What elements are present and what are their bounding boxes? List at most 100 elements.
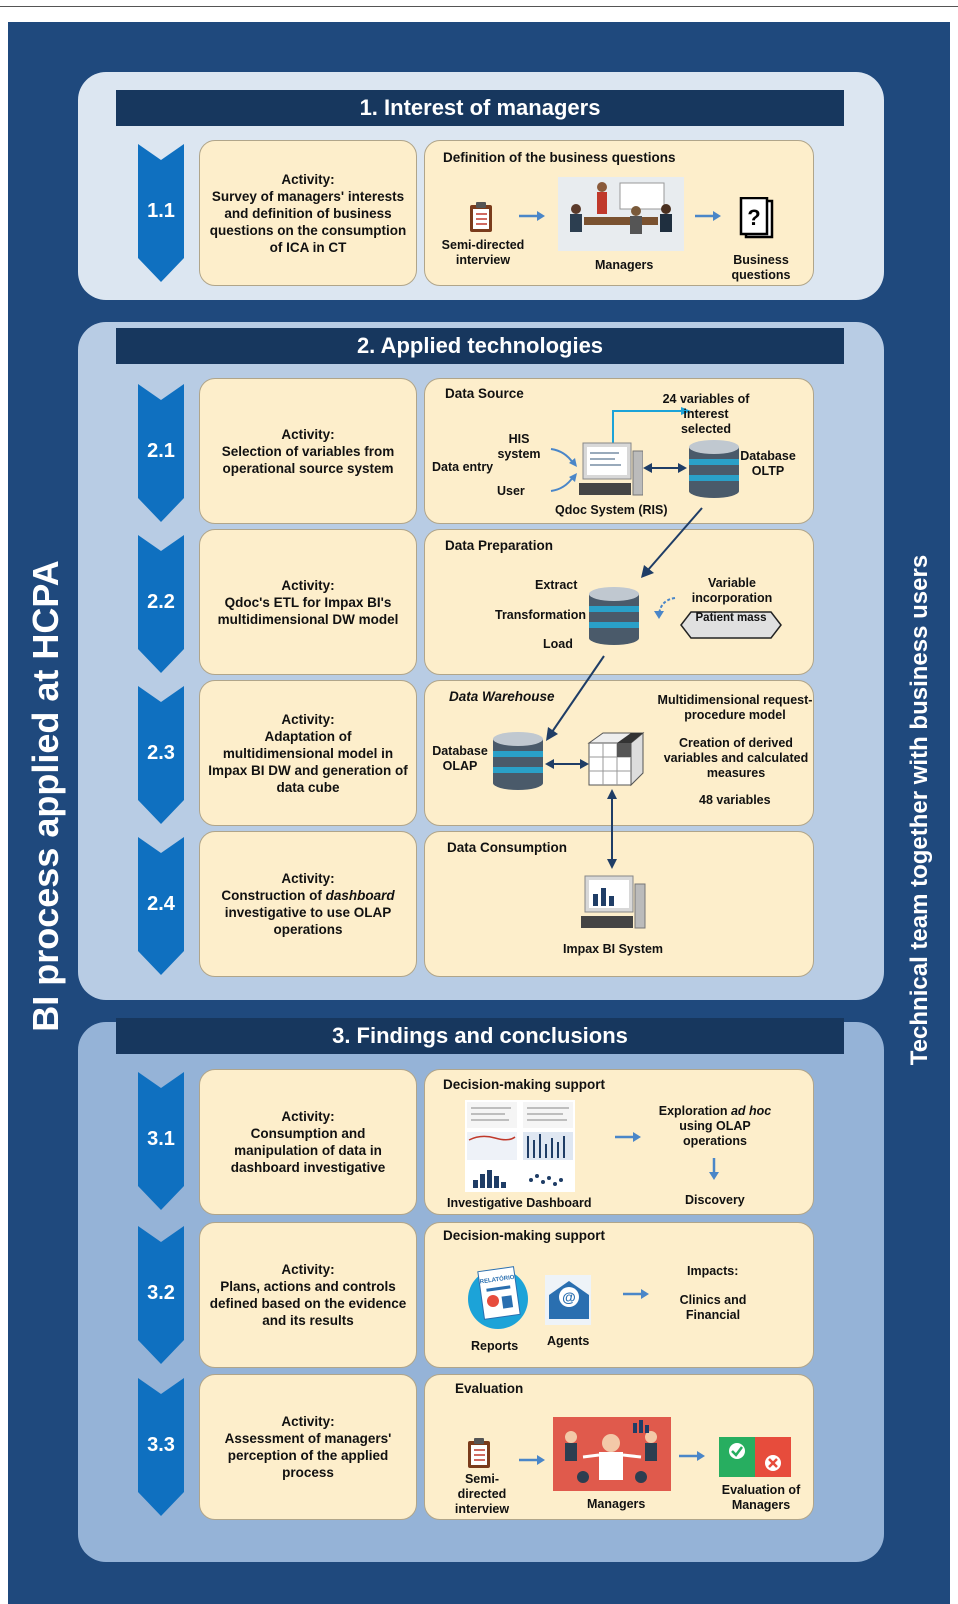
meeting-people-icon xyxy=(558,177,684,251)
clipboard-icon xyxy=(470,202,492,232)
chevron-shape xyxy=(138,535,184,673)
detail-heading: Data Consumption xyxy=(447,840,567,855)
chevron-shape xyxy=(138,1378,184,1516)
activity-box-2-1: Activity: Selection of variables from op… xyxy=(199,378,417,524)
section-title: 3. Findings and conclusions xyxy=(116,1018,844,1054)
activity-text: Survey of managers' interests and defini… xyxy=(209,188,407,255)
curved-arrows-icon xyxy=(550,448,577,492)
step-chevron: 2.2 xyxy=(138,535,184,673)
evaluation-of-managers-label: Evaluation of Managers xyxy=(721,1483,801,1512)
top-rule xyxy=(0,6,958,7)
chevron-shape xyxy=(138,384,184,522)
discovery-label: Discovery xyxy=(685,1193,745,1207)
data-entry-label: Data entry xyxy=(432,460,494,474)
detail-heading: Decision-making support xyxy=(443,1228,606,1243)
detail-box-3-3: Evaluation Semi-directed interview Manag… xyxy=(424,1374,814,1520)
evaluation-check-icon xyxy=(719,1437,791,1477)
impacts-label: Impacts: xyxy=(687,1264,739,1278)
step-chevron: 3.3 xyxy=(138,1378,184,1516)
activity-label: Activity: xyxy=(281,1414,335,1429)
chevron-shape xyxy=(138,1072,184,1210)
detail-heading: Evaluation xyxy=(455,1381,524,1396)
chevron-shape xyxy=(138,144,184,282)
computer-icon xyxy=(579,442,643,496)
arrow-right-icon xyxy=(519,1455,545,1465)
detail-box-3-1: Decision-making support Investigative Da… xyxy=(424,1069,814,1215)
svg-text:?: ? xyxy=(747,205,760,230)
dashboard-thumbnail-icon xyxy=(465,1100,575,1192)
step-number: 2.1 xyxy=(147,440,175,462)
agent-email-icon: @ xyxy=(545,1275,591,1325)
arrow-right-icon xyxy=(695,211,721,221)
activity-box-2-2: Activity: Qdoc's ETL for Impax BI's mult… xyxy=(199,529,417,675)
transformation-label: Transformation xyxy=(495,608,586,622)
step-chevron: 3.1 xyxy=(138,1072,184,1210)
connector-arrow-icon xyxy=(612,407,691,451)
database-icon xyxy=(589,587,639,645)
activity-text: Adaptation of multidimensional model in … xyxy=(208,728,408,795)
interview-label: Semi-directed interview xyxy=(441,238,525,267)
agents-label: Agents xyxy=(547,1334,590,1348)
activity-text: Plans, actions and controls defined base… xyxy=(209,1279,407,1328)
clipboard-icon xyxy=(468,1438,490,1468)
detail-box-2-1: Data Source 24 variables of interest sel… xyxy=(424,378,814,524)
activity-box-2-3: Activity: Adaptation of multidimensional… xyxy=(199,680,417,826)
database-icon xyxy=(493,732,543,790)
dashed-curved-arrow-icon xyxy=(654,597,676,619)
activity-box-3-1: Activity: Consumption and manipulation o… xyxy=(199,1069,417,1215)
arrow-right-icon xyxy=(519,211,545,221)
extract-label: Extract xyxy=(535,578,578,592)
patient-mass-label: Patient mass xyxy=(695,612,767,624)
document-question-icon: ? xyxy=(739,197,774,239)
load-label: Load xyxy=(543,637,573,651)
activity-label: Activity: xyxy=(281,171,335,187)
step-number: 2.2 xyxy=(147,591,175,613)
database-icon xyxy=(689,440,739,498)
section-title: 2. Applied technologies xyxy=(116,328,844,364)
variables-count-label: 48 variables xyxy=(699,793,771,807)
activity-box-3-3: Activity: Assessment of managers' percep… xyxy=(199,1374,417,1520)
step-chevron: 1.1 xyxy=(138,144,184,282)
his-system-label: HIS system xyxy=(497,432,541,461)
managers-label: Managers xyxy=(595,258,654,272)
managers-label: Managers xyxy=(587,1497,646,1511)
activity-label: Activity: xyxy=(281,871,335,886)
variable-incorporation-label: Variable incorporation xyxy=(691,576,773,605)
double-arrow-icon xyxy=(643,463,687,473)
step-chevron: 3.2 xyxy=(138,1226,184,1364)
qdoc-system-label: Qdoc System (RIS) xyxy=(555,503,668,517)
double-arrow-icon xyxy=(545,759,589,769)
flow-arrow-etl-to-dw xyxy=(551,655,605,733)
step-chevron: 2.4 xyxy=(138,837,184,975)
activity-text: Assessment of managers' perception of th… xyxy=(224,1431,392,1480)
database-oltp-label: Database OLTP xyxy=(740,449,796,478)
report-document-icon: RELATÓRIO xyxy=(468,1266,528,1329)
flow-arrow-oltp-to-etl xyxy=(647,507,703,571)
detail-heading: Data Preparation xyxy=(445,538,554,553)
business-questions-label: Business questions xyxy=(731,253,791,282)
investigative-dashboard-label: Investigative Dashboard xyxy=(447,1196,592,1210)
impax-bi-system-label: Impax BI System xyxy=(563,942,664,956)
arrow-right-icon xyxy=(615,1132,641,1142)
interview-label: Semi-directed interview xyxy=(454,1472,510,1516)
activity-box-1-1: Activity: Survey of managers' interests … xyxy=(199,140,417,286)
svg-text:@: @ xyxy=(562,1289,576,1305)
multidimensional-model-label: Multidimensional request-procedure model xyxy=(657,693,813,722)
section-title: 1. Interest of managers xyxy=(116,90,844,126)
detail-box-3-2: Decision-making support RELATÓRIO Report… xyxy=(424,1222,814,1368)
arrow-down-icon xyxy=(709,1158,719,1180)
selected-variables-label: 24 variables of interest selected xyxy=(662,392,750,436)
step-chevron: 2.1 xyxy=(138,384,184,522)
step-number: 3.3 xyxy=(147,1434,175,1456)
step-number: 3.2 xyxy=(147,1282,175,1304)
activity-text: Qdoc's ETL for Impax BI's multidimension… xyxy=(217,594,399,627)
detail-box-2-2: Data Preparation Extract Transformation … xyxy=(424,529,814,675)
activity-box-3-2: Activity: Plans, actions and controls de… xyxy=(199,1222,417,1368)
activity-label: Activity: xyxy=(281,577,335,593)
arrow-right-icon xyxy=(623,1289,649,1299)
activity-label: Activity: xyxy=(281,1262,335,1277)
activity-label: Activity: xyxy=(281,711,335,727)
activity-box-2-4: Activity: Construction of dashboard inve… xyxy=(199,831,417,977)
chevron-shape xyxy=(138,686,184,824)
